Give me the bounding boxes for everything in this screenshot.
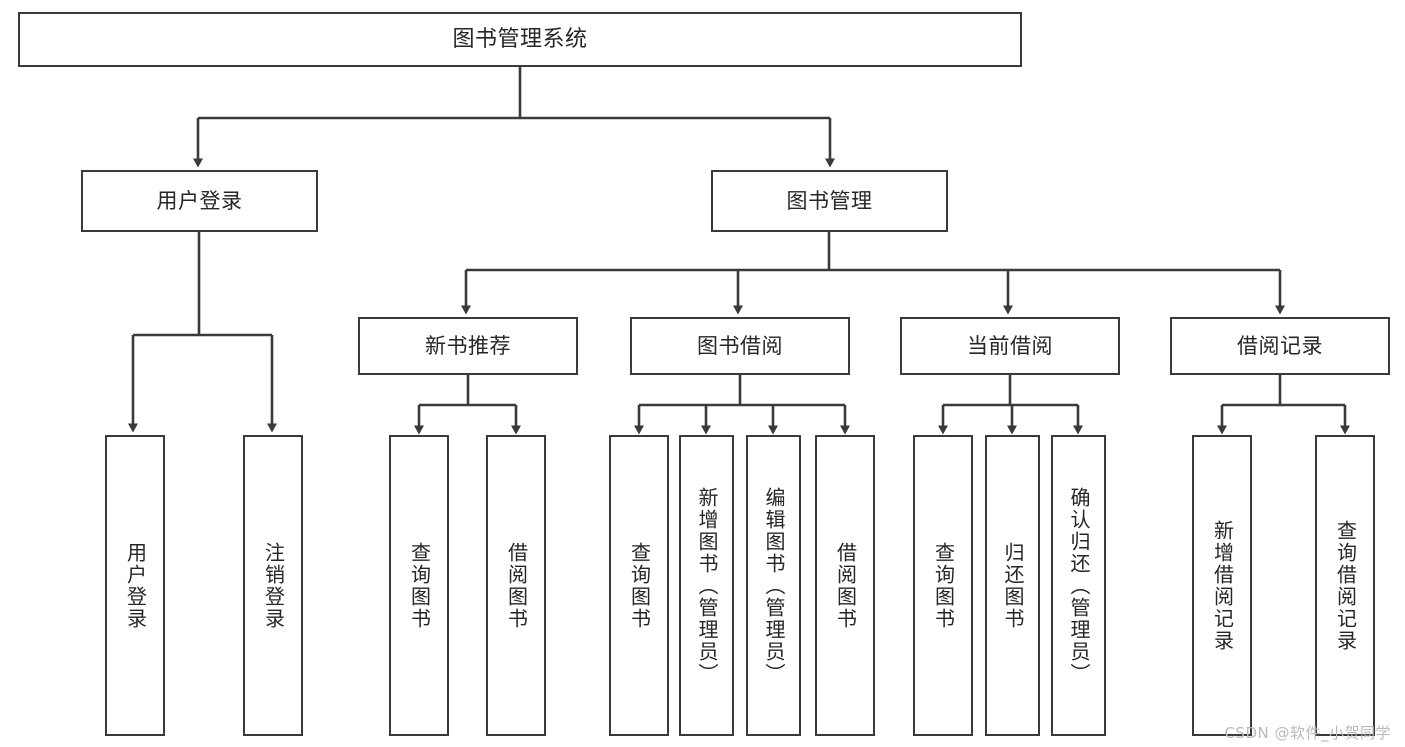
- node-leaf-add-book[interactable]: 新增图书（管理员）: [679, 435, 734, 736]
- node-new-book-recommend[interactable]: 新书推荐: [358, 317, 578, 375]
- node-borrow-record[interactable]: 借阅记录: [1170, 317, 1390, 375]
- node-leaf-borrow-book[interactable]: 借阅图书: [815, 435, 875, 736]
- node-leaf-add-record[interactable]: 新增借阅记录: [1192, 435, 1252, 736]
- node-leaf-query-book-borrow[interactable]: 查询图书: [609, 435, 669, 736]
- node-leaf-return-book[interactable]: 归还图书: [985, 435, 1040, 736]
- node-leaf-query-book-recommend[interactable]: 查询图书: [389, 435, 449, 736]
- node-leaf-user-logout[interactable]: 注销登录: [243, 435, 303, 736]
- node-leaf-query-book-current[interactable]: 查询图书: [913, 435, 973, 736]
- node-book-manage[interactable]: 图书管理: [711, 170, 948, 232]
- node-leaf-borrow-book-recommend[interactable]: 借阅图书: [486, 435, 546, 736]
- node-leaf-query-record[interactable]: 查询借阅记录: [1315, 435, 1375, 736]
- node-current-borrow[interactable]: 当前借阅: [900, 317, 1120, 375]
- node-leaf-user-login[interactable]: 用户登录: [105, 435, 165, 736]
- node-leaf-edit-book[interactable]: 编辑图书（管理员）: [746, 435, 801, 736]
- node-book-borrow[interactable]: 图书借阅: [630, 317, 850, 375]
- node-root[interactable]: 图书管理系统: [18, 12, 1022, 67]
- node-leaf-confirm-return[interactable]: 确认归还（管理员）: [1051, 435, 1106, 736]
- watermark-credit: CSDN @软件_小贺同学: [1224, 724, 1391, 742]
- node-user-login[interactable]: 用户登录: [81, 170, 318, 232]
